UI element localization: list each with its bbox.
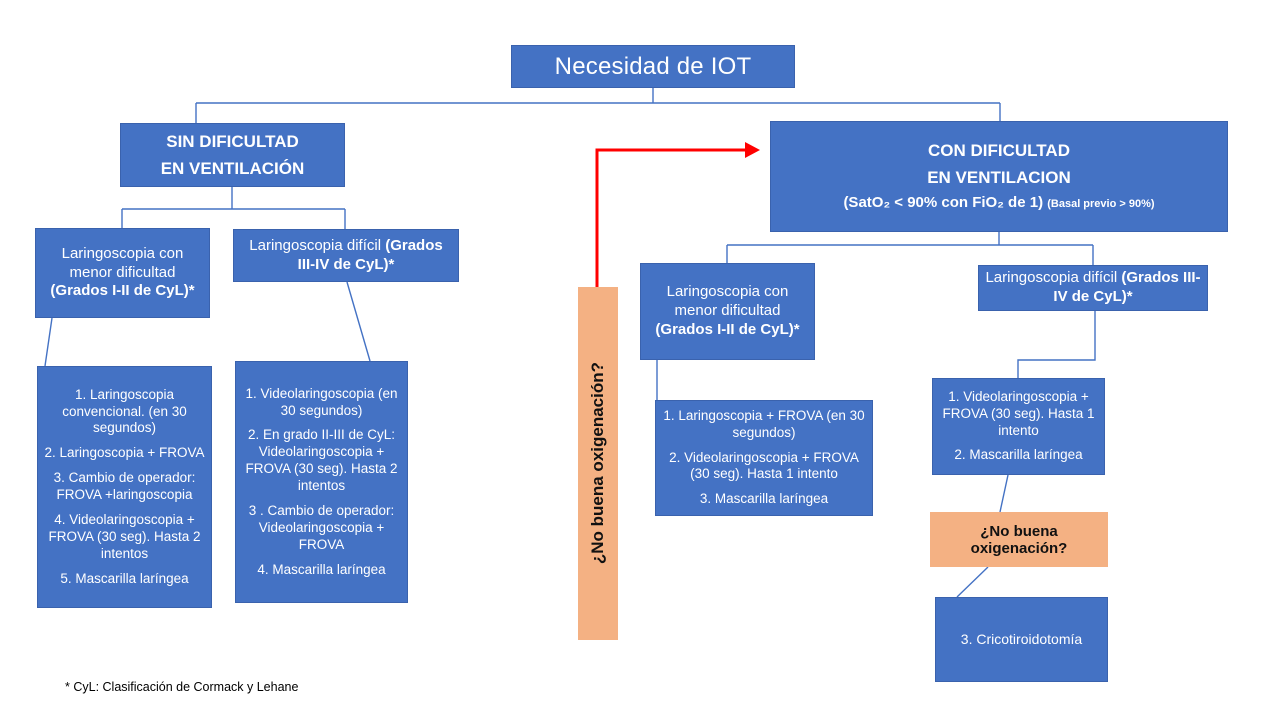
oxygenation-question-vertical-box: ¿No buena oxigenación? [578, 287, 618, 640]
right-difficult-laryngoscopy-box: Laringoscopia difícil (Grados III-IV de … [978, 265, 1208, 311]
oxygenation-question-text: ¿No buena oxigenación? [588, 362, 607, 565]
header-line: EN VENTILACIÓN [160, 159, 305, 178]
step-item: 1. Laringoscopia convencional. (en 30 se… [62, 386, 187, 436]
ventilation-difficulty-box: CON DIFICULTAD EN VENTILACION (SatO₂ < 9… [770, 121, 1228, 232]
blue-connectors [44, 88, 1096, 598]
box-text-bold: (Grados III-IV de CyL)* [1053, 269, 1201, 305]
title-box: Necesidad de IOT [511, 45, 795, 88]
right-easy-laryngoscopy-box: Laringoscopia con menor dificultad (Grad… [640, 263, 815, 360]
step-item: 5. Mascarilla laríngea [60, 570, 189, 586]
step-item: 3. Cambio de operador: FROVA +laringosco… [53, 470, 196, 502]
no-ventilation-difficulty-box: SIN DIFICULTAD EN VENTILACIÓN [120, 123, 345, 187]
step-item: 4. Videolaringoscopia + FROVA (30 seg). … [48, 511, 201, 561]
header-line: EN VENTILACION [927, 168, 1071, 188]
step-item: 1. Videolaringoscopia (en 30 segundos) [245, 385, 398, 418]
step-item: 1. Videolaringoscopia + FROVA (30 seg). … [942, 388, 1095, 438]
box-text-bold: (Grados I-II de CyL)* [50, 282, 195, 300]
left-easy-steps-box: 1. Laringoscopia convencional. (en 30 se… [37, 366, 212, 608]
red-arrow [595, 142, 760, 287]
right-difficult-steps-box: 1. Videolaringoscopia + FROVA (30 seg). … [932, 378, 1105, 475]
right-easy-steps-box: 1. Laringoscopia + FROVA (en 30 segundos… [655, 400, 873, 516]
box-text: Laringoscopia con menor dificultad [61, 244, 184, 281]
box-text: Laringoscopia con menor dificultad [666, 283, 789, 320]
step-item: 2. En grado II-III de CyL: Videolaringos… [245, 427, 398, 493]
oxygenation-question-text: ¿No buena oxigenación? [970, 522, 1068, 557]
box-text-bold: (Grados I-II de CyL)* [655, 320, 800, 338]
title-text: Necesidad de IOT [554, 52, 752, 80]
header-line: CON DIFICULTAD [928, 140, 1070, 160]
step-item: 2. Videolaringoscopia + FROVA (30 seg). … [669, 449, 859, 482]
basal-criteria: (Basal previo > 90%) [1047, 198, 1155, 211]
cricothyroidotomy-box: 3. Cricotiroidotomía [935, 597, 1108, 682]
step-item: 4. Mascarilla laríngea [257, 561, 386, 577]
step-item: 3. Mascarilla laríngea [699, 491, 829, 507]
header-criteria-line: (SatO₂ < 90% con FiO₂ de 1) (Basal previ… [843, 194, 1154, 213]
step-item: 2. Mascarilla laríngea [954, 447, 1083, 463]
box-text: Laringoscopia difícil [249, 236, 386, 254]
box-text: Laringoscopia difícil [985, 269, 1122, 287]
oxygenation-question-box: ¿No buena oxigenación? [930, 512, 1108, 567]
left-easy-laryngoscopy-box: Laringoscopia con menor dificultad (Grad… [35, 228, 210, 318]
step-item: 3. Cricotiroidotomía [960, 630, 1083, 647]
header-line: SIN DIFICULTAD [166, 131, 299, 151]
step-item: 3 . Cambio de operador: Videolaringoscop… [248, 502, 395, 552]
left-difficult-steps-box: 1. Videolaringoscopia (en 30 segundos) 2… [235, 361, 408, 603]
footnote: * CyL: Clasificación de Cormack y Lehane [65, 680, 299, 694]
sato2-criteria: (SatO₂ < 90% con FiO₂ de 1) [843, 194, 1048, 212]
step-item: 1. Laringoscopia + FROVA (en 30 segundos… [663, 407, 865, 440]
box-text-bold: (Grados III-IV de CyL)* [297, 236, 443, 273]
step-item: 2. Laringoscopia + FROVA [44, 445, 205, 461]
left-difficult-laryngoscopy-box: Laringoscopia difícil (Grados III-IV de … [233, 229, 459, 282]
